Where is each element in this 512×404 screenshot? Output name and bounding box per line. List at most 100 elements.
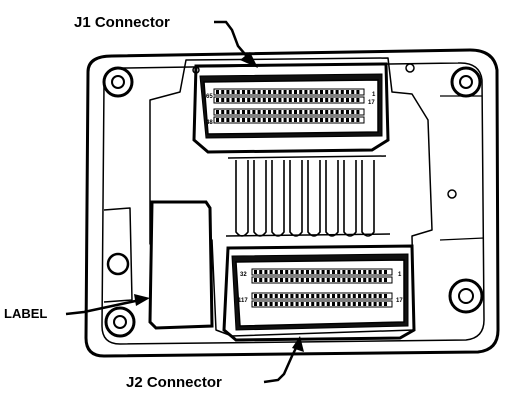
pin [309, 110, 313, 114]
pin [320, 110, 323, 114]
pin [247, 110, 251, 114]
pin [288, 98, 292, 102]
pin [278, 90, 282, 94]
pin [294, 118, 297, 122]
pin [294, 110, 297, 114]
pin [378, 294, 382, 298]
pin [299, 90, 303, 94]
pin [247, 98, 251, 102]
pin [252, 110, 256, 114]
pin [356, 90, 360, 94]
pin [257, 90, 261, 94]
mounting-hole-bottom-left [104, 306, 136, 338]
pin [242, 110, 245, 114]
pin [268, 98, 271, 102]
fin-bottom-edge [225, 233, 391, 237]
j2-pin-mark-upper-left: 32 [240, 272, 247, 278]
pin [290, 294, 294, 298]
pin [332, 278, 335, 282]
pin [335, 118, 339, 122]
pin [309, 90, 313, 94]
pin [299, 118, 303, 122]
pin [236, 118, 240, 122]
pin [332, 302, 335, 306]
pin [373, 278, 377, 282]
pin [262, 90, 266, 94]
pin [273, 118, 277, 122]
pin [314, 110, 318, 114]
pin [269, 294, 273, 298]
pin-number-marks: 65 48 1 17 32 1 117 17 [206, 92, 403, 304]
pin [316, 302, 320, 306]
j2-pin-mark-upper-right: 1 [398, 272, 402, 278]
pin [363, 294, 367, 298]
pin [300, 302, 304, 306]
pin [262, 110, 266, 114]
heat-sink-fins [225, 155, 391, 237]
pin [306, 278, 309, 282]
pin [363, 278, 367, 282]
pin [299, 110, 303, 114]
j1-pin-mark-lower-left: 48 [206, 120, 213, 126]
pin [221, 90, 225, 94]
pin [300, 294, 304, 298]
j1-connector-label: J1 Connector [74, 14, 170, 31]
pin [316, 278, 320, 282]
pin [346, 98, 349, 102]
pin [325, 98, 329, 102]
pin [294, 98, 297, 102]
pin [347, 270, 351, 274]
pin [325, 110, 329, 114]
pin [311, 302, 315, 306]
pin [283, 90, 287, 94]
pin [273, 90, 277, 94]
leader-arrowheads [134, 52, 304, 352]
pin [264, 302, 268, 306]
pin [242, 90, 245, 94]
pin [269, 270, 273, 274]
pin [259, 270, 263, 274]
pin [226, 90, 230, 94]
pin [294, 90, 297, 94]
pin [278, 118, 282, 122]
pin [269, 278, 273, 282]
pin [320, 118, 323, 122]
pin [358, 294, 361, 298]
pin [330, 98, 334, 102]
pin [326, 278, 330, 282]
fin-top-edge [227, 155, 387, 159]
heat-sink-fin [361, 160, 375, 237]
heat-sink-fin [271, 160, 285, 237]
pin [285, 270, 289, 274]
j1-pin-mark-upper-right: 1 [372, 92, 376, 98]
pin [264, 294, 268, 298]
pin [363, 302, 367, 306]
pin [337, 278, 341, 282]
pin [285, 294, 289, 298]
pin [264, 270, 268, 274]
pin [299, 98, 303, 102]
heat-sink-fin [289, 160, 303, 237]
mounting-hole-top-right [450, 66, 482, 98]
pin [321, 270, 325, 274]
pin [295, 302, 299, 306]
j1-leader-line [214, 20, 251, 61]
pin [314, 98, 318, 102]
pin [273, 98, 277, 102]
pin [306, 302, 309, 306]
j1-arrowhead [240, 52, 258, 68]
pin [280, 270, 283, 274]
pin [320, 90, 323, 94]
pin [373, 302, 377, 306]
pin [280, 294, 283, 298]
pin [368, 278, 372, 282]
pin [340, 90, 344, 94]
pin [378, 302, 382, 306]
pin [384, 278, 387, 282]
heat-sink-fin [235, 160, 249, 237]
pin [254, 294, 257, 298]
pin [351, 98, 355, 102]
pin [274, 302, 278, 306]
pin [368, 302, 372, 306]
pin [288, 110, 292, 114]
